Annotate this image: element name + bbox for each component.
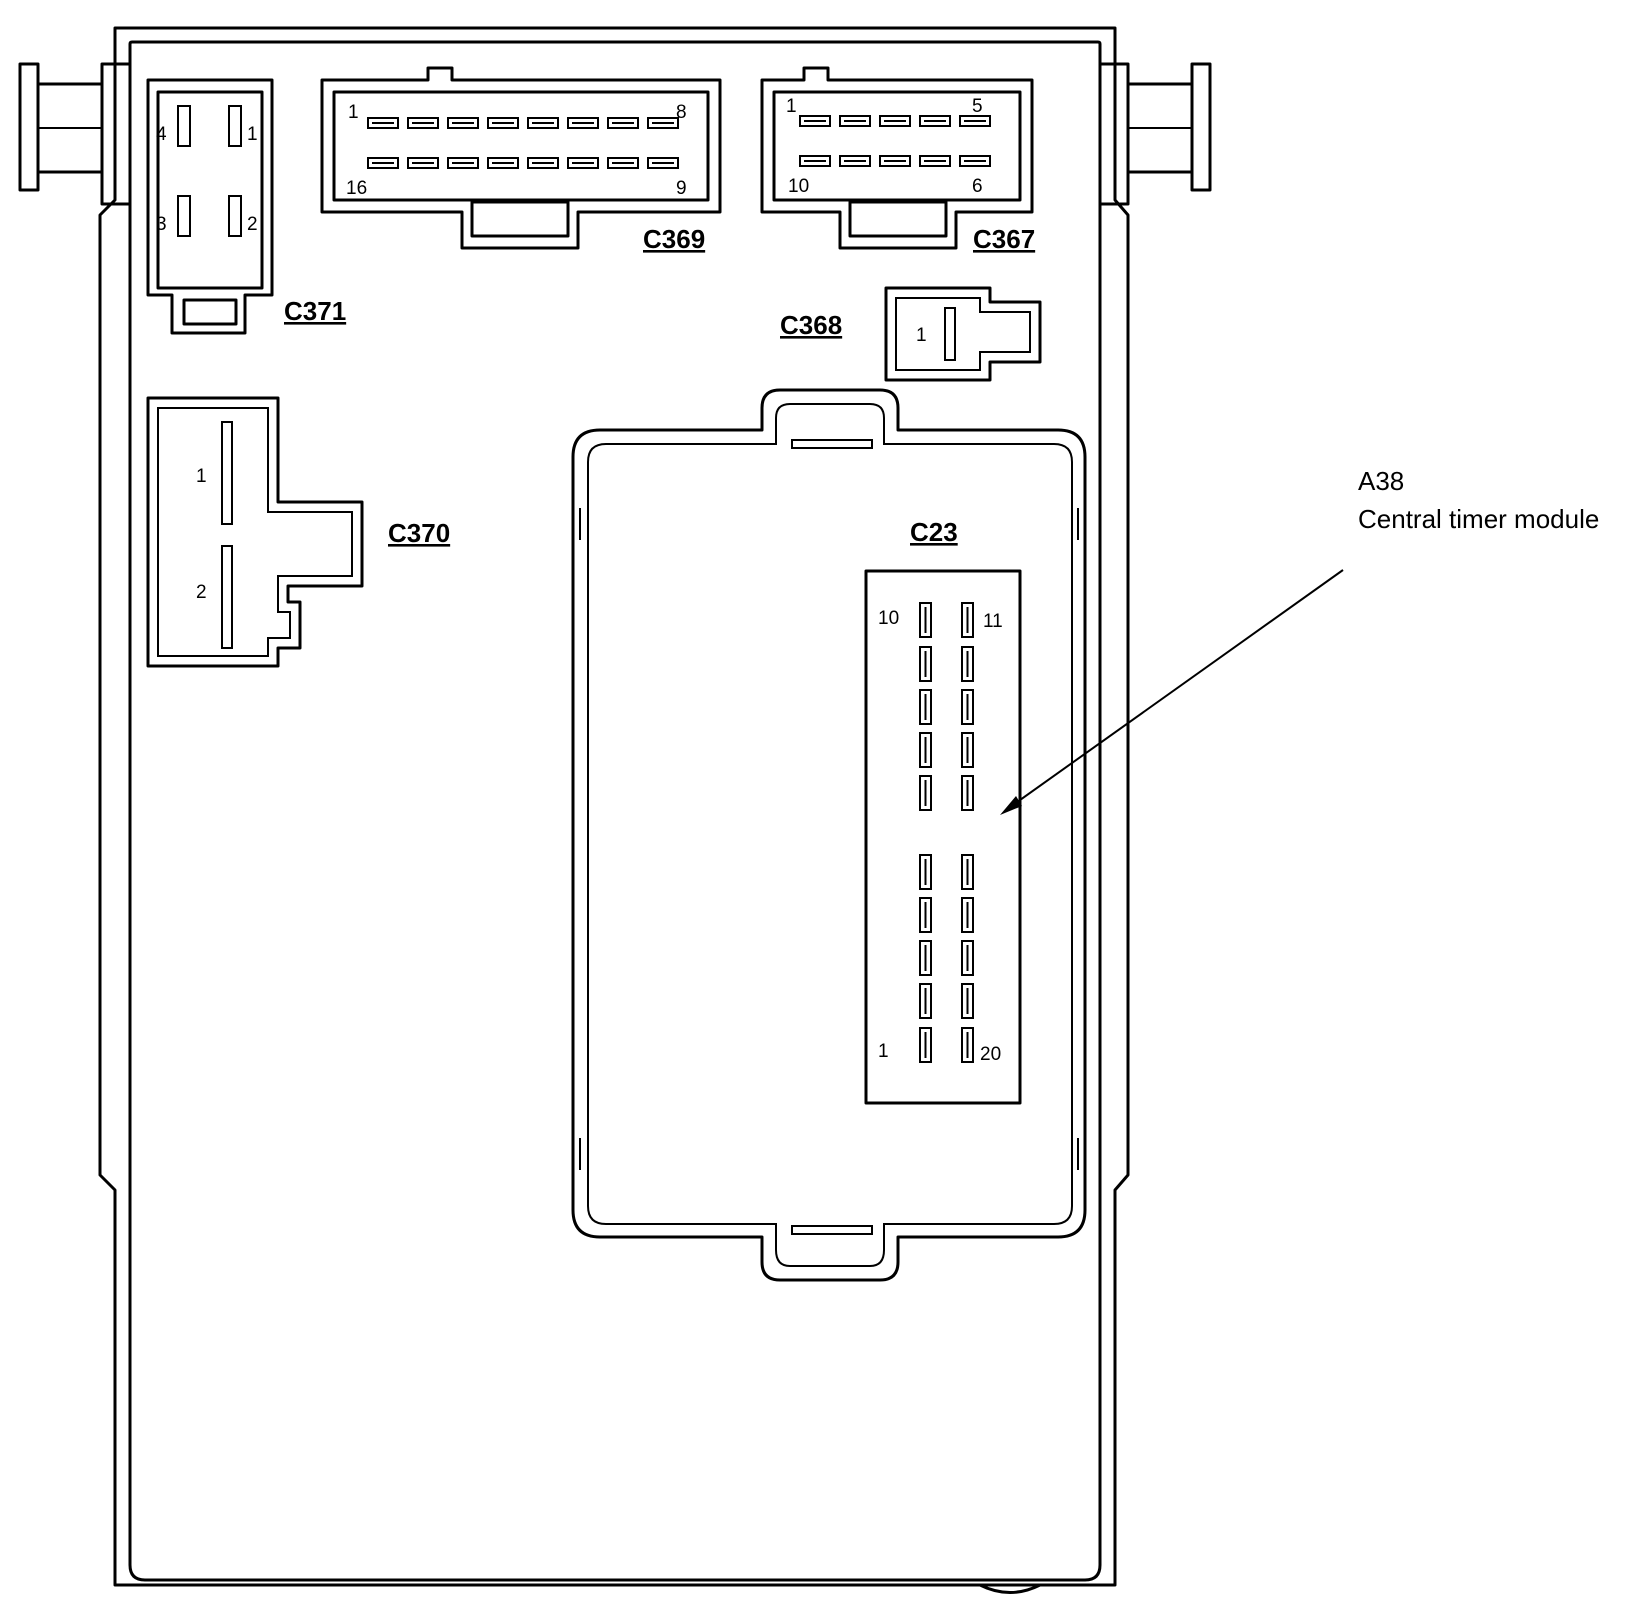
c371-pin-2: 2 (247, 214, 258, 235)
connector-c368: 1 C368 (780, 286, 1042, 382)
c369-pin-1: 1 (348, 102, 359, 123)
c23-pin-20: 20 (980, 1044, 1001, 1065)
module-name: Central timer module (1358, 504, 1599, 534)
c23-pin-11: 11 (983, 611, 1003, 632)
connector-c23: 10 11 1 20 C23 (571, 388, 1087, 1282)
c371-terminals (177, 105, 242, 237)
c369-pin-16: 16 (346, 178, 367, 199)
c369-pin-9: 9 (676, 178, 687, 199)
module-id: A38 (1358, 466, 1404, 496)
module-callout: A38 Central timer module (1000, 466, 1599, 815)
c368-pin-1: 1 (916, 325, 927, 346)
c369-pin-8: 8 (676, 102, 687, 123)
connector-c367: 1 5 10 6 C367 (760, 66, 1035, 254)
c367-pin-6: 6 (972, 176, 983, 197)
c369-terminal-row-top (367, 117, 679, 129)
c368-label: C368 (780, 310, 842, 340)
callout-arrowhead (1000, 796, 1022, 815)
c367-pin-5: 5 (972, 96, 983, 117)
connector-c370: 1 2 C370 (146, 396, 450, 668)
c23-pin-10: 10 (878, 608, 899, 629)
connector-c371: 4 1 3 2 C371 (146, 78, 346, 335)
c369-terminal-row-bottom (367, 157, 679, 169)
c23-terminal-column-left (919, 602, 932, 1063)
c371-pin-3: 3 (156, 214, 167, 235)
module-housing (98, 26, 1130, 1594)
c367-pin-1: 1 (786, 96, 797, 117)
c369-label: C369 (643, 224, 705, 254)
c23-pin-1: 1 (878, 1041, 889, 1062)
c367-label: C367 (973, 224, 1035, 254)
c370-pin-2: 2 (196, 582, 207, 603)
c371-pin-4: 4 (156, 124, 167, 145)
c370-label: C370 (388, 518, 450, 548)
mounting-tab-left (18, 62, 132, 206)
c23-label: C23 (910, 517, 958, 547)
c23-terminal-column-right (961, 602, 974, 1063)
c367-terminal-row-bottom (799, 155, 991, 167)
c370-pin-1: 1 (196, 466, 207, 487)
connector-c369: 1 8 16 9 C369 (320, 66, 722, 254)
mounting-tab-right (1098, 62, 1212, 206)
c371-label: C371 (284, 296, 346, 326)
c367-terminal-row-top (799, 115, 991, 127)
c371-pin-1: 1 (247, 124, 258, 145)
c367-pin-10: 10 (788, 176, 809, 197)
